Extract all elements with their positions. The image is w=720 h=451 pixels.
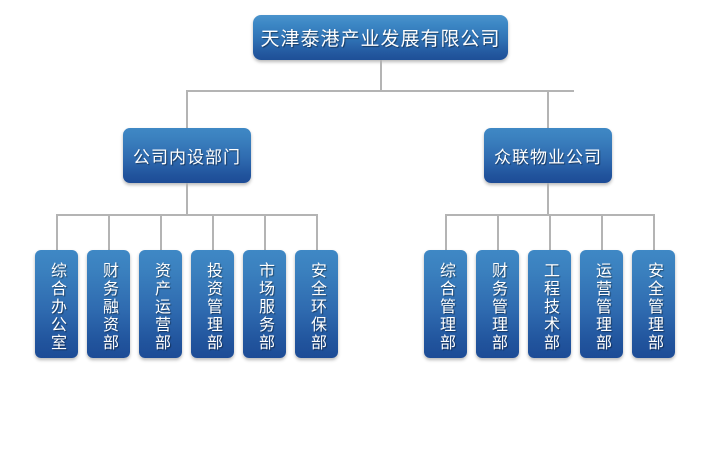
org-node-leaf-right-2-label: 财务管理部 bbox=[488, 262, 508, 352]
org-node-leaf-left-2[interactable]: 财务融资部 bbox=[87, 250, 130, 358]
connector-left-group-stem bbox=[186, 183, 188, 215]
org-node-leaf-left-3[interactable]: 资产运营部 bbox=[139, 250, 182, 358]
connector-left-drop-2 bbox=[108, 214, 110, 250]
org-node-leaf-right-1-label: 综合管理部 bbox=[436, 262, 456, 352]
connector-level2-bar bbox=[187, 90, 574, 92]
connector-right-drop-4 bbox=[601, 214, 603, 250]
org-node-leaf-left-3-label: 资产运营部 bbox=[151, 262, 171, 352]
connector-right-group-stem bbox=[547, 183, 549, 215]
connector-left-drop-1 bbox=[56, 214, 58, 250]
org-node-root-label: 天津泰港产业发展有限公司 bbox=[260, 28, 501, 50]
org-node-branch-property-company[interactable]: 众联物业公司 bbox=[484, 128, 612, 183]
org-node-branch-internal-departments-label: 公司内设部门 bbox=[133, 148, 241, 168]
connector-left-drop-3 bbox=[160, 214, 162, 250]
org-node-leaf-right-3[interactable]: 工程技术部 bbox=[528, 250, 571, 358]
connector-drop-branch-right bbox=[547, 90, 549, 129]
org-node-leaf-right-5-label: 安全管理部 bbox=[644, 262, 664, 352]
org-node-leaf-right-2[interactable]: 财务管理部 bbox=[476, 250, 519, 358]
org-node-leaf-left-6[interactable]: 安全环保部 bbox=[295, 250, 338, 358]
connector-drop-branch-left bbox=[186, 90, 188, 129]
org-node-leaf-left-4-label: 投资管理部 bbox=[203, 262, 223, 352]
connector-right-drop-3 bbox=[549, 214, 551, 250]
org-node-root[interactable]: 天津泰港产业发展有限公司 bbox=[253, 15, 508, 60]
connector-left-group-bar bbox=[57, 214, 316, 216]
org-node-leaf-right-4-label: 运营管理部 bbox=[592, 262, 612, 352]
org-node-leaf-left-2-label: 财务融资部 bbox=[99, 262, 119, 352]
org-node-leaf-left-5-label: 市场服务部 bbox=[255, 262, 275, 352]
org-node-branch-internal-departments[interactable]: 公司内设部门 bbox=[123, 128, 251, 183]
org-node-leaf-left-1-label: 综合办公室 bbox=[47, 262, 67, 352]
org-node-leaf-left-6-label: 安全环保部 bbox=[307, 262, 327, 352]
org-node-leaf-left-4[interactable]: 投资管理部 bbox=[191, 250, 234, 358]
org-node-leaf-right-1[interactable]: 综合管理部 bbox=[424, 250, 467, 358]
connector-right-drop-5 bbox=[653, 214, 655, 250]
org-node-leaf-left-5[interactable]: 市场服务部 bbox=[243, 250, 286, 358]
connector-right-drop-2 bbox=[497, 214, 499, 250]
org-node-branch-property-company-label: 众联物业公司 bbox=[494, 148, 602, 168]
connector-left-drop-6 bbox=[316, 214, 318, 250]
connector-left-drop-5 bbox=[264, 214, 266, 250]
org-node-leaf-left-1[interactable]: 综合办公室 bbox=[35, 250, 78, 358]
org-node-leaf-right-4[interactable]: 运营管理部 bbox=[580, 250, 623, 358]
connector-right-drop-1 bbox=[445, 214, 447, 250]
connector-left-drop-4 bbox=[212, 214, 214, 250]
org-node-leaf-right-5[interactable]: 安全管理部 bbox=[632, 250, 675, 358]
org-node-leaf-right-3-label: 工程技术部 bbox=[540, 262, 560, 352]
connector-root-stem bbox=[380, 60, 382, 91]
